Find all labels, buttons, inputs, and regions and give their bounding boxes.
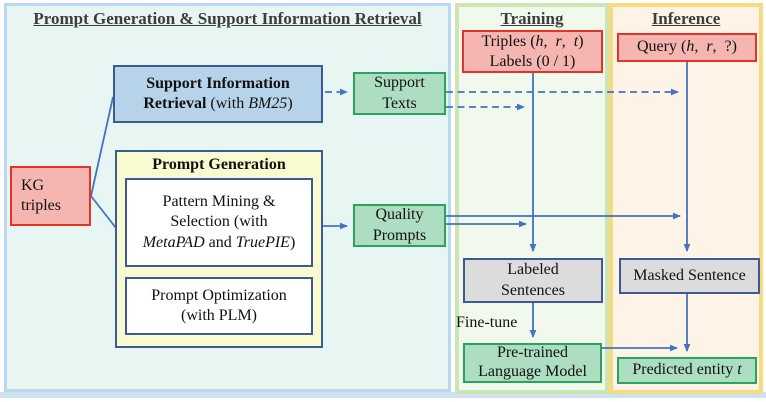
query-h: h xyxy=(686,38,695,56)
prompt-optimization-line2: (with PLM) xyxy=(181,307,257,324)
triples-h: h xyxy=(535,32,544,50)
kg-triples-node: KG triples xyxy=(10,166,91,226)
predicted-entity-node: Predicted entity t xyxy=(617,357,757,384)
line-kg-to-sir xyxy=(90,96,114,197)
predicted-prefix: Predicted entity xyxy=(632,361,738,379)
and-text: and xyxy=(204,233,236,251)
paren-text: ) xyxy=(289,233,296,251)
main-panel-title: Prompt Generation & Support Information … xyxy=(33,9,422,28)
labeled-line2: Sentences xyxy=(501,281,565,299)
labeled-sentences-node: Labeled Sentences xyxy=(463,258,603,303)
quality-prompts-line1: Quality xyxy=(375,206,424,224)
sir-paren-text: ) xyxy=(287,95,293,112)
triples-suffix: ) xyxy=(578,32,584,50)
triples-prefix: Triples ( xyxy=(481,32,536,50)
labels-line: Labels (0 / 1) xyxy=(489,52,576,70)
query-line: Query (h, r, ?) xyxy=(637,37,737,57)
sir-retrieval-text: Retrieval xyxy=(143,95,207,112)
labeled-line1: Labeled xyxy=(507,261,559,279)
truepie-text: TruePIE xyxy=(235,233,290,251)
pretrained-language-model-node: Pre-trained Language Model xyxy=(463,343,602,383)
fine-tune-label: Fine-tune xyxy=(456,314,518,331)
pattern-mining-line3: MetaPAD and TruePIE) xyxy=(143,233,296,253)
support-texts-node: Support Texts xyxy=(353,72,446,115)
pattern-mining-line1: Pattern Mining & xyxy=(162,192,276,210)
query-comma1: , xyxy=(694,38,707,56)
sir-bm25-text: BM25 xyxy=(248,95,288,112)
quality-prompts-node: Quality Prompts xyxy=(353,204,446,247)
prompt-optimization-line1: Prompt Optimization xyxy=(151,286,287,304)
query-prefix: Query ( xyxy=(637,38,687,56)
inference-panel-title: Inference xyxy=(651,9,721,28)
kg-triples-line1: KG xyxy=(21,176,45,194)
metapad-text: MetaPAD xyxy=(142,233,205,251)
training-panel-title: Training xyxy=(500,9,564,28)
bottom-shadow-strip xyxy=(0,392,766,398)
triples-r: r xyxy=(555,32,562,50)
support-texts-line1: Support xyxy=(374,74,425,92)
kg-triples-line2: triples xyxy=(21,197,61,214)
triples-line1: Triples (h, r, t) xyxy=(481,32,583,52)
triples-t: t xyxy=(573,32,579,50)
plm-line1: Pre-trained xyxy=(496,344,569,362)
plm-line2: Language Model xyxy=(478,363,587,380)
sir-with-text: (with xyxy=(206,95,249,112)
prompt-generation-title: Prompt Generation xyxy=(152,156,286,173)
triples-comma1: , xyxy=(543,32,556,50)
support-information-retrieval-node: Support Information Retrieval (with BM25… xyxy=(113,65,323,123)
masked-sentence-node: Masked Sentence xyxy=(619,258,760,294)
support-texts-line2: Texts xyxy=(382,94,417,112)
pattern-mining-line2: Selection (with xyxy=(170,213,268,231)
predicted-t: t xyxy=(737,361,742,379)
triples-labels-node: Triples (h, r, t) Labels (0 / 1) xyxy=(462,30,603,73)
sir-line1: Support Information xyxy=(146,74,290,92)
query-suffix: , ?) xyxy=(712,38,737,56)
predicted-line: Predicted entity t xyxy=(632,360,741,380)
query-r: r xyxy=(706,38,713,56)
query-node: Query (h, r, ?) xyxy=(617,33,757,62)
panel-inference xyxy=(609,3,763,394)
masked-line: Masked Sentence xyxy=(633,266,746,284)
line-kg-to-pg xyxy=(90,195,117,229)
triples-comma2: , xyxy=(561,32,574,50)
prompt-optimization-node: Prompt Optimization (with PLM) xyxy=(125,277,313,335)
sir-line2: Retrieval (with BM25) xyxy=(143,94,292,114)
quality-prompts-line2: Prompts xyxy=(372,226,427,244)
pattern-mining-node: Pattern Mining & Selection (with MetaPAD… xyxy=(125,178,313,267)
